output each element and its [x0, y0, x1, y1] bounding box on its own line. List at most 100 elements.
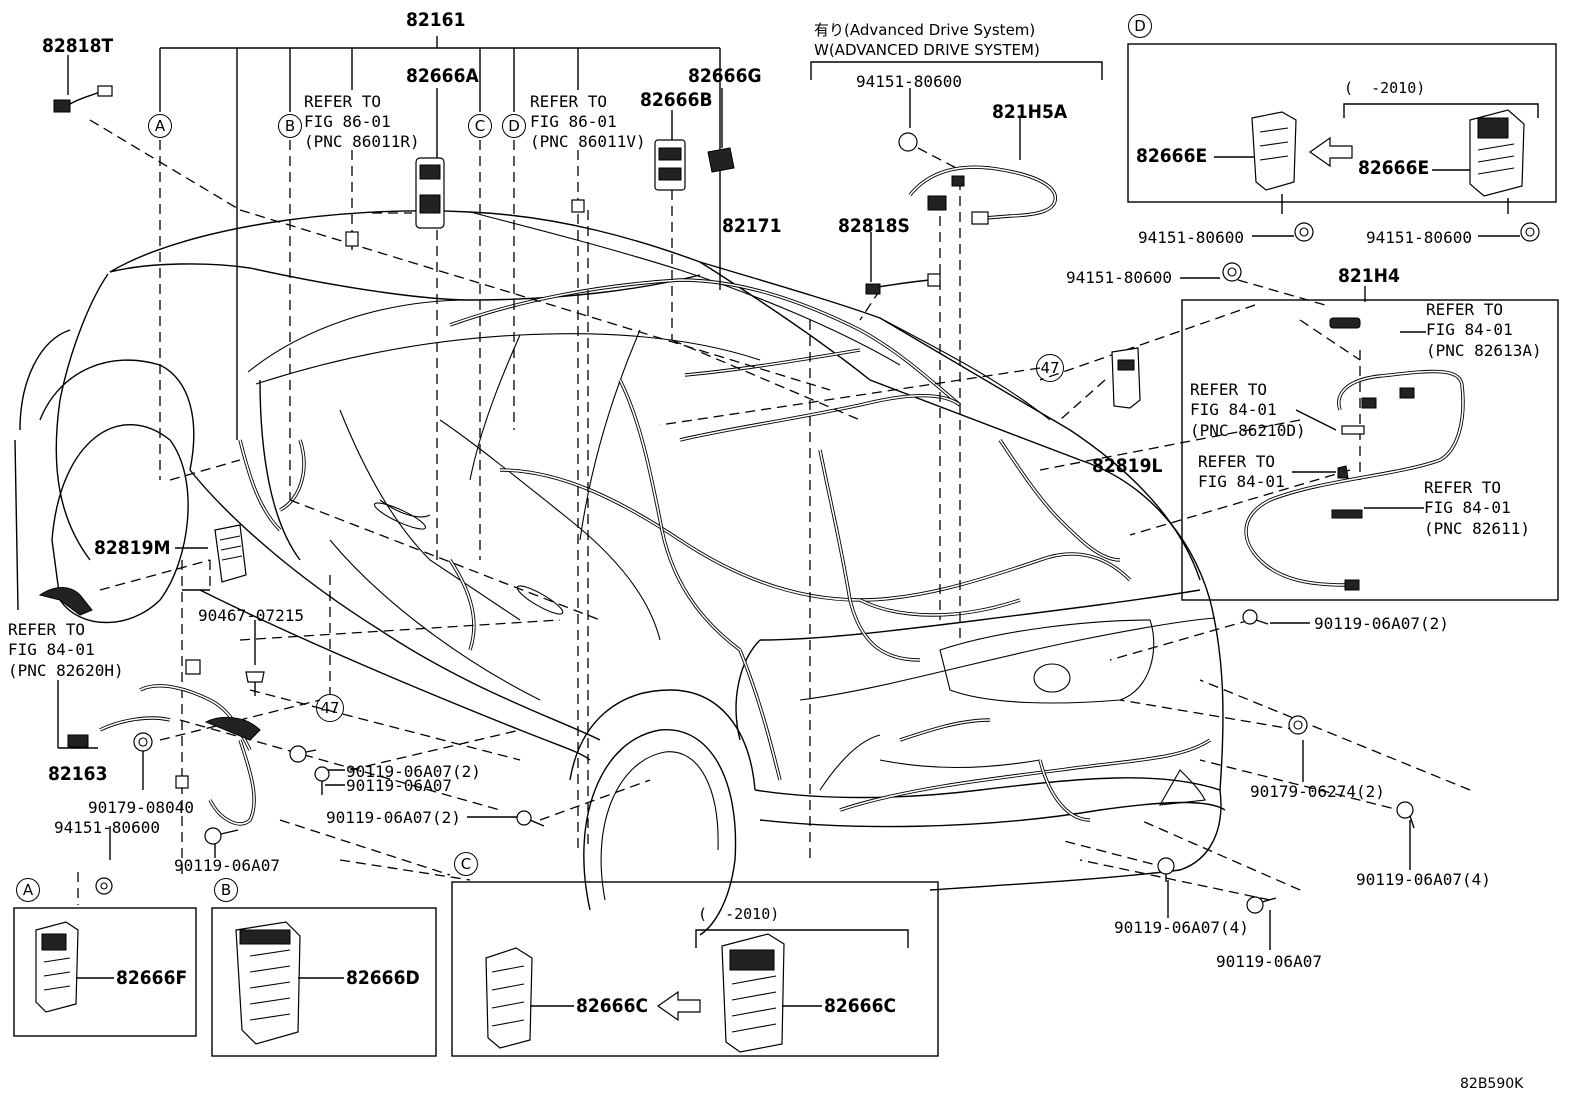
fastener-90179-06274: 90179-06274(2) — [1250, 782, 1385, 801]
fastener-94151-d2: 94151-80600 — [1366, 228, 1472, 247]
sketch-82819l — [1111, 347, 1141, 409]
sketch-82666e-large — [1469, 109, 1525, 214]
fastener-94151-mid: 94151-80600 — [1066, 268, 1172, 287]
sketch-82666a — [345, 157, 445, 247]
part-82171: 82171 — [722, 215, 782, 237]
part-82819m: 82819M — [94, 537, 171, 559]
detail-boxes — [13, 43, 1559, 1057]
fastener-90119-c: 90119-06A07(2) — [326, 808, 461, 827]
fastener-90119-d: 90119-06A07 — [174, 856, 280, 875]
part-82818s: 82818S — [838, 215, 910, 237]
part-821h4: 821H4 — [1338, 265, 1400, 287]
part-82666d: 82666D — [346, 967, 420, 989]
part-82163: 82163 — [48, 763, 108, 785]
fastener-94151-top: 94151-80600 — [856, 72, 962, 91]
box-b-frame — [211, 907, 437, 1057]
sketch-fasteners — [95, 222, 1540, 914]
sketch-82666d — [235, 921, 344, 1045]
part-82666a: 82666A — [406, 65, 479, 87]
part-82666g: 82666G — [688, 65, 762, 87]
leader-lines — [57, 36, 1471, 950]
refer-86011v-line3: (PNC 86011V) — [530, 132, 646, 151]
refer-8401-line1: REFER TO — [1198, 452, 1276, 471]
note-ads-english: W(ADVANCED DRIVE SYSTEM) — [814, 41, 1040, 59]
sketch-82666e-small — [1251, 111, 1297, 214]
refer-82620h-line3: (PNC 82620H) — [8, 661, 124, 680]
fastener-94151-d1: 94151-80600 — [1138, 228, 1244, 247]
part-sketches — [38, 85, 1540, 914]
arrow-d — [1308, 136, 1353, 168]
box-a-frame — [13, 907, 197, 1037]
refer-82620h-line1: REFER TO — [8, 620, 86, 639]
refer-82620h-line2: FIG 84-01 — [8, 640, 95, 659]
box-b-label: B — [214, 878, 238, 902]
fastener-94151-left: 94151-80600 — [54, 818, 160, 837]
refer-82611-line1: REFER TO — [1424, 478, 1502, 497]
refer-86011r-line1: REFER TO — [304, 92, 382, 111]
refer-86011r-line3: (PNC 86011R) — [304, 132, 420, 151]
fastener-90119-b: 90119-06A07 — [346, 776, 452, 795]
fastener-90119-g: 90119-06A07(4) — [1114, 918, 1249, 937]
sketch-82666g — [707, 147, 735, 173]
refer-86011v-line1: REFER TO — [530, 92, 608, 111]
drawing-code: 82B590K — [1460, 1076, 1524, 1092]
wire-harnesses — [238, 278, 1211, 822]
fastener-90179-08040: 90179-08040 — [88, 798, 194, 817]
sketch-82818s — [865, 273, 941, 295]
refer-82613a-line1: REFER TO — [1426, 300, 1504, 319]
part-82666e-large: 82666E — [1358, 157, 1430, 179]
sketch-82666b — [654, 139, 686, 191]
refer-86011r-line2: FIG 86-01 — [304, 112, 391, 131]
sketch-82819m — [214, 524, 247, 583]
part-82161: 82161 — [406, 9, 466, 31]
part-82666b: 82666B — [640, 89, 713, 111]
refer-82613a-line2: FIG 84-01 — [1426, 320, 1513, 339]
box-d-label: D — [1128, 14, 1152, 38]
sketch-82818t — [53, 85, 113, 113]
box-821h4-frame — [1181, 299, 1559, 601]
callout-c: C — [468, 114, 492, 138]
part-82666c-small: 82666C — [576, 995, 649, 1017]
refer-82613a-line3: (PNC 82613A) — [1426, 341, 1542, 360]
car-body-outline — [14, 210, 1226, 936]
note-year-d: ( -2010) — [1344, 79, 1426, 97]
box-d-frame — [1127, 43, 1557, 203]
refer-86210d-line2: FIG 84-01 — [1190, 400, 1277, 419]
refer-86011v-line2: FIG 86-01 — [530, 112, 617, 131]
sketch-connector-d — [571, 199, 585, 213]
fastener-90119-a: 90119-06A07(2) — [346, 762, 481, 781]
part-82666e-small: 82666E — [1136, 145, 1208, 167]
part-82818t: 82818T — [42, 35, 114, 57]
callout-a: A — [148, 114, 172, 138]
fastener-90119-e: 90119-06A07(2) — [1314, 614, 1449, 633]
label-leaders — [1214, 156, 1520, 509]
arrow-c — [656, 990, 701, 1022]
sketch-82666f — [35, 921, 114, 1013]
refer-86210d-line1: REFER TO — [1190, 380, 1268, 399]
note-year-c: ( -2010) — [698, 905, 780, 923]
part-82819l: 82819L — [1092, 455, 1163, 477]
refer-8401-line2: FIG 84-01 — [1198, 472, 1285, 491]
sketch-82666c-large — [721, 933, 822, 1053]
sketch-82163 — [67, 659, 261, 826]
sketch-821h5a — [898, 132, 1057, 225]
fastener-90467: 90467-07215 — [198, 606, 304, 625]
refer-82611-line3: (PNC 82611) — [1424, 519, 1530, 538]
fastener-90119-h: 90119-06A07 — [1216, 952, 1322, 971]
box-c-label: C — [454, 852, 478, 876]
refer-86210d-line3: (PNC 86210D) — [1190, 421, 1306, 440]
sketch-821h4 — [1244, 317, 1465, 591]
sketch-82666c-small — [485, 947, 574, 1049]
ref-47-lower: 47 — [316, 694, 344, 722]
refer-82611-line2: FIG 84-01 — [1424, 498, 1511, 517]
box-a-label: A — [16, 878, 40, 902]
box-c-frame — [451, 881, 939, 1057]
fastener-90119-f: 90119-06A07(4) — [1356, 870, 1491, 889]
part-821h5a: 821H5A — [992, 101, 1068, 123]
callout-d: D — [502, 114, 526, 138]
part-82666c-large: 82666C — [824, 995, 897, 1017]
callout-b: B — [278, 114, 302, 138]
note-ads-japanese: 有り(Advanced Drive System) — [814, 21, 1036, 39]
